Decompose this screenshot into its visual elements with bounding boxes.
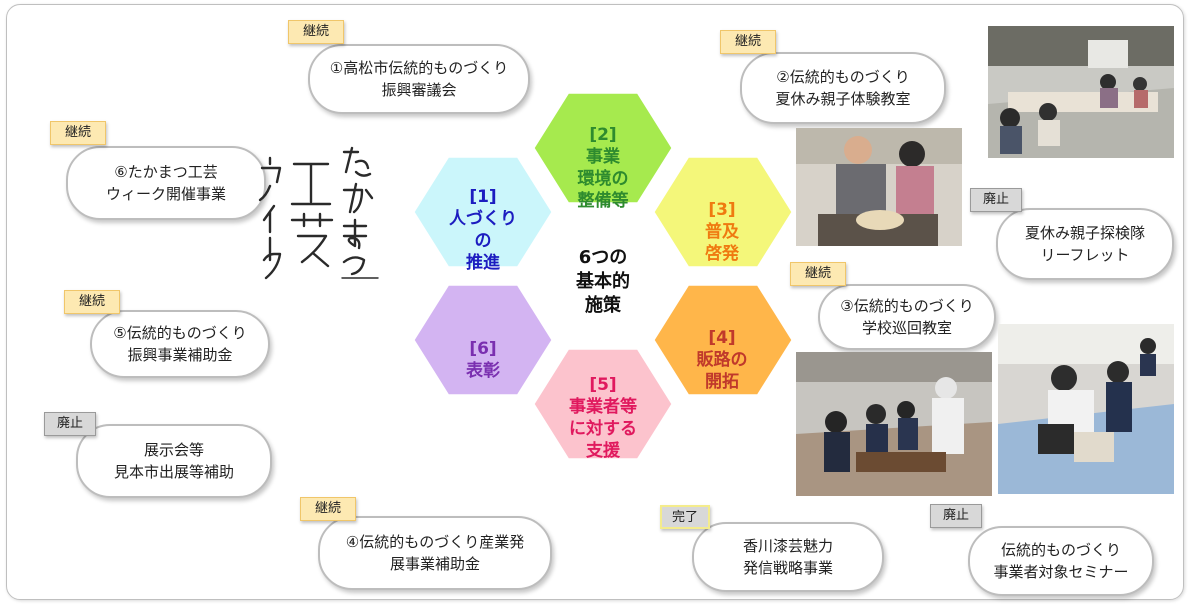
item-6-bubble: ⑥たかまつ工芸ウィーク開催事業 xyxy=(66,146,266,220)
hexagon-3 xyxy=(651,154,795,270)
hex-label-6: [6]表彰 xyxy=(466,339,500,381)
item-10-bubble: 伝統的ものづくり事業者対象セミナー xyxy=(968,526,1154,596)
parent-child-craft-photo xyxy=(796,128,962,246)
status-tag-continue-4: 継続 xyxy=(300,497,356,521)
item-1-bubble: ①高松市伝統的ものづくり振興審議会 xyxy=(308,44,530,114)
item-2-bubble: ②伝統的ものづくり夏休み親子体験教室 xyxy=(740,52,946,124)
status-tag-abolished-8: 廃止 xyxy=(44,412,96,436)
status-tag-continue-5: 継続 xyxy=(64,290,120,314)
status-tag-abolished-10: 廃止 xyxy=(930,504,982,528)
hexagon-center xyxy=(531,218,675,334)
hex-label-5: [5]事業者等に対する支援 xyxy=(569,375,637,461)
status-tag-continue-6: 継続 xyxy=(50,121,106,145)
hexagon-6 xyxy=(411,282,555,398)
seminar-demonstration-photo xyxy=(998,324,1174,494)
hex-label-2: [2]事業環境の整備等 xyxy=(577,125,629,211)
status-tag-continue-1: 継続 xyxy=(288,20,344,44)
hexagon-2 xyxy=(531,90,675,206)
status-tag-continue-2: 継続 xyxy=(720,30,776,54)
status-tag-abolished-7: 廃止 xyxy=(970,188,1022,212)
hexagon-4 xyxy=(651,282,795,398)
classroom-workshop-photo xyxy=(988,26,1174,158)
hexagon-5 xyxy=(531,346,675,462)
center-label: 6つの基本的施策 xyxy=(576,247,630,316)
hex-label-1: [1]人づくりの推進 xyxy=(449,187,517,273)
school-visit-class-photo xyxy=(796,352,992,496)
item-8-bubble: 展示会等見本市出展等補助 xyxy=(76,424,272,498)
takamatsu-kogei-week-logo xyxy=(258,146,379,280)
item-4-bubble: ④伝統的ものづくり産業発展事業補助金 xyxy=(318,516,552,590)
status-tag-continue-3: 継続 xyxy=(790,262,846,286)
item-9-bubble: 香川漆芸魅力発信戦略事業 xyxy=(692,522,884,592)
status-tag-completed-9: 完了 xyxy=(660,505,710,529)
item-3-bubble: ③伝統的ものづくり学校巡回教室 xyxy=(818,284,996,350)
hexagon-1 xyxy=(411,154,555,270)
hex-label-4: [4]販路の開拓 xyxy=(696,328,748,392)
item-5-bubble: ⑤伝統的ものづくり振興事業補助金 xyxy=(90,310,270,378)
item-7-bubble: 夏休み親子探検隊リーフレット xyxy=(996,208,1174,280)
diagram-frame xyxy=(6,4,1184,600)
hex-label-3: [3]普及啓発 xyxy=(705,200,739,264)
